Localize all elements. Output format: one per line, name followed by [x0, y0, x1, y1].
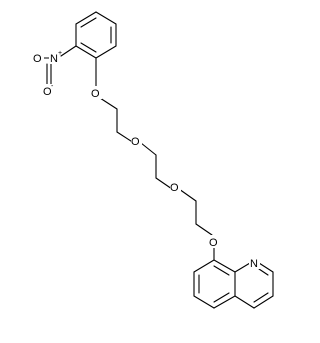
atom-ether-o3: O: [170, 182, 179, 194]
atom-ether-o2: O: [131, 136, 140, 148]
chemical-structure-diagram: N + O O - O O O O N: [33, 11, 274, 309]
bond: [258, 262, 274, 273]
bond: [155, 177, 173, 190]
double-bond-inner: [213, 265, 230, 276]
atom-nitro-n-charge: +: [58, 50, 62, 57]
bond: [75, 45, 97, 59]
atom-labels: N + O O - O O O O N: [33, 50, 260, 270]
bond: [178, 188, 197, 202]
bond: [234, 262, 251, 273]
double-bond-inner: [213, 292, 230, 303]
bond: [253, 295, 274, 309]
bond: [193, 259, 215, 273]
polyether-chain: [95, 57, 215, 261]
bond: [95, 11, 117, 25]
bond: [234, 295, 255, 309]
bond: [213, 295, 236, 309]
atom-ether-o4: O: [209, 237, 218, 249]
atom-nitro-n: N: [50, 53, 58, 65]
bond: [140, 142, 157, 156]
bond: [193, 295, 215, 309]
nitrobenzene-ring: [75, 11, 117, 59]
double-bond-inner: [80, 42, 97, 53]
double-bond-inner: [258, 268, 269, 276]
bond: [195, 223, 213, 236]
double-bond-inner: [253, 292, 269, 303]
nitro-group: [41, 45, 77, 85]
bond: [95, 45, 117, 59]
bond: [99, 97, 118, 110]
atom-nitro-o-single: O: [43, 86, 52, 98]
quinoline-ring: [193, 259, 274, 309]
atom-nitro-o-charge: -: [51, 83, 54, 90]
atom-quinoline-n: N: [250, 258, 258, 270]
bond: [75, 11, 97, 25]
bond: [60, 45, 77, 57]
bond: [213, 259, 236, 273]
double-bond-inner: [80, 17, 97, 28]
atom-ether-o1: O: [91, 88, 100, 100]
atom-nitro-o-double: O: [33, 53, 42, 65]
